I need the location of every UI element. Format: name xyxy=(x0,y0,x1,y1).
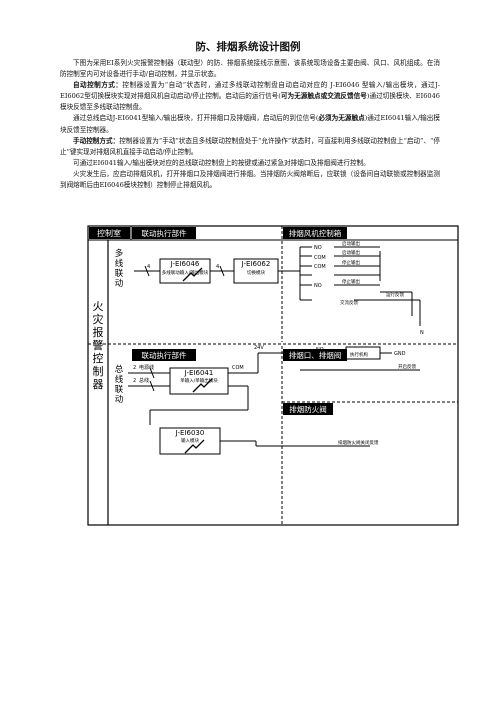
svg-text:报: 报 xyxy=(93,325,104,339)
label-24v: 24V xyxy=(254,345,264,351)
module-6062-desc: 切换模块 xyxy=(247,269,265,276)
label-com: COM xyxy=(232,365,244,371)
controller-label: 火 灾 报 警 控 制 器 xyxy=(93,300,104,391)
paragraph-manual: 手动控制方式：控制器设置为“手动”状态且多线联动控制盘处于“允许操作”状态时，可… xyxy=(60,136,440,158)
section-header-bus: 联动执行部件 xyxy=(142,350,187,360)
svg-text:动: 动 xyxy=(115,394,124,405)
paragraph-panel: 可通过EI6041输入/输出模块对应的总线联动控制盘上的按键或通过紧急对排烟口及… xyxy=(73,158,370,167)
svg-text:COM: COM xyxy=(314,264,326,270)
section-header-fan-box: 排烟风机控制箱 xyxy=(289,228,342,238)
manual-label: 手动控制方式： xyxy=(73,136,120,145)
svg-text:停止输出: 停止输出 xyxy=(342,259,360,266)
auto-label: 自动控制方式： xyxy=(73,81,123,90)
wire-count-c: 2 xyxy=(133,365,136,371)
svg-text:器: 器 xyxy=(93,378,104,391)
module-6062-name: J-EI6062 xyxy=(241,260,271,268)
valve-feedback-label: 开启反馈 xyxy=(398,363,416,370)
bus-bold: 必须为无源触点 xyxy=(318,114,365,123)
svg-text:停止输出: 停止输出 xyxy=(342,278,360,285)
wire-count-b: 4 xyxy=(216,264,219,270)
module-6041-desc: 单输入/单输出模块 xyxy=(180,377,218,384)
run-feedback-label: 运行反馈 xyxy=(386,291,404,298)
svg-text:动: 动 xyxy=(115,278,124,289)
svg-text:灾: 灾 xyxy=(93,312,104,326)
module-6046-name: J-EI6046 xyxy=(170,260,200,268)
svg-text:线: 线 xyxy=(115,258,124,269)
diagram-frame xyxy=(87,225,459,526)
svg-text:总: 总 xyxy=(115,364,124,375)
control-room-label: 控制室 xyxy=(97,228,121,238)
svg-text:启动输出: 启动输出 xyxy=(342,249,360,256)
auto-bold: 可为无源触点或交流反馈信号 xyxy=(280,92,367,101)
manual-text: 控制器设置为“手动”状态且多线联动控制盘处于“允许操作”状态时，可直接利用多线联… xyxy=(60,136,440,156)
svg-text:控: 控 xyxy=(93,351,104,365)
paragraph-bus: 通过总线启动J-EI6041型输入/输出模块，打开排烟口及排烟阀，启动后的到位信… xyxy=(60,113,440,135)
page-title: 防、排烟系统设计图例 xyxy=(195,41,301,53)
outlet-no-label: NO xyxy=(316,347,324,353)
module-6046-desc: 多线联动输入/输出模块 xyxy=(162,269,209,276)
ac-feedback-label: 交流反馈 xyxy=(340,299,358,306)
fan-contacts: NO COM COM NO xyxy=(314,245,326,289)
fan-contact-notes: 启动输出 启动输出 停止输出 停止输出 xyxy=(342,240,360,285)
section-header-damper: 排烟防火阀 xyxy=(289,404,327,414)
paragraph-fire: 火灾发生后，应启动排烟风机，打开排烟口及排烟阀进行排烟。当排烟防火阀熔断后，应联… xyxy=(60,169,440,190)
power-line-label: 电源线 xyxy=(139,364,154,371)
bus-text-b: )通过EI6041输入/输出模块反馈至控制器。 xyxy=(60,114,440,134)
module-6030-desc: 输入模块 xyxy=(181,437,199,444)
auto-text-b: )通过切换模块、EI6046模块反馈至多线联动控制盘。 xyxy=(60,92,440,112)
section-header-multiline: 联动执行部件 xyxy=(142,228,187,238)
svg-text:NO: NO xyxy=(314,283,322,289)
svg-text:制: 制 xyxy=(93,365,104,378)
svg-text:警: 警 xyxy=(93,338,104,352)
gnd-label: GND xyxy=(394,351,406,357)
svg-text:线: 线 xyxy=(115,374,124,385)
module-6041 xyxy=(169,367,229,395)
bus-text-a: 通过总线启动J-EI6041型输入/输出模块，打开排烟口及排烟阀，启动后的到位信… xyxy=(73,114,319,123)
section-header-outlet: 排烟口、排烟阀 xyxy=(289,350,342,360)
wire-count-a: 4 xyxy=(147,264,150,270)
auto-text-a: 控制器设置为“自动”状态时，通过多线联动控制盘自动启动对应的 J-EI6046 … xyxy=(60,81,440,101)
svg-text:COM: COM xyxy=(314,255,326,261)
svg-text:启动输出: 启动输出 xyxy=(342,240,360,247)
multiline-label: 多 线 联 动 xyxy=(115,248,124,289)
svg-text:NO: NO xyxy=(314,245,322,251)
svg-text:火: 火 xyxy=(93,300,104,313)
svg-text:多: 多 xyxy=(115,248,124,259)
module-6041-name: J-EI6041 xyxy=(184,369,214,377)
actuator-label: 执行机构 xyxy=(350,351,368,358)
bus-label: 总 线 联 动 xyxy=(115,364,124,405)
body-text: 下图为采用EI系列火灾报警控制器（联动型）的防、排烟系统接线示意图，该系统现场设… xyxy=(60,58,440,191)
damper-feedback-label: 排烟防火阀关闭反馈 xyxy=(338,439,379,446)
bus-line-label: 总线 xyxy=(139,377,149,384)
paragraph-auto: 自动控制方式：控制器设置为“自动”状态时，通过多线联动控制盘自动启动对应的 J-… xyxy=(60,80,440,113)
module-6030-name: J-EI6030 xyxy=(175,429,205,437)
wire-count-d: 2 xyxy=(133,378,136,384)
svg-text:联: 联 xyxy=(115,269,124,279)
paragraph-intro: 下图为采用EI系列火灾报警控制器（联动型）的防、排烟系统接线示意图，该系统现场设… xyxy=(60,59,440,79)
neutral-mark: N xyxy=(420,330,424,336)
svg-text:联: 联 xyxy=(115,385,124,395)
